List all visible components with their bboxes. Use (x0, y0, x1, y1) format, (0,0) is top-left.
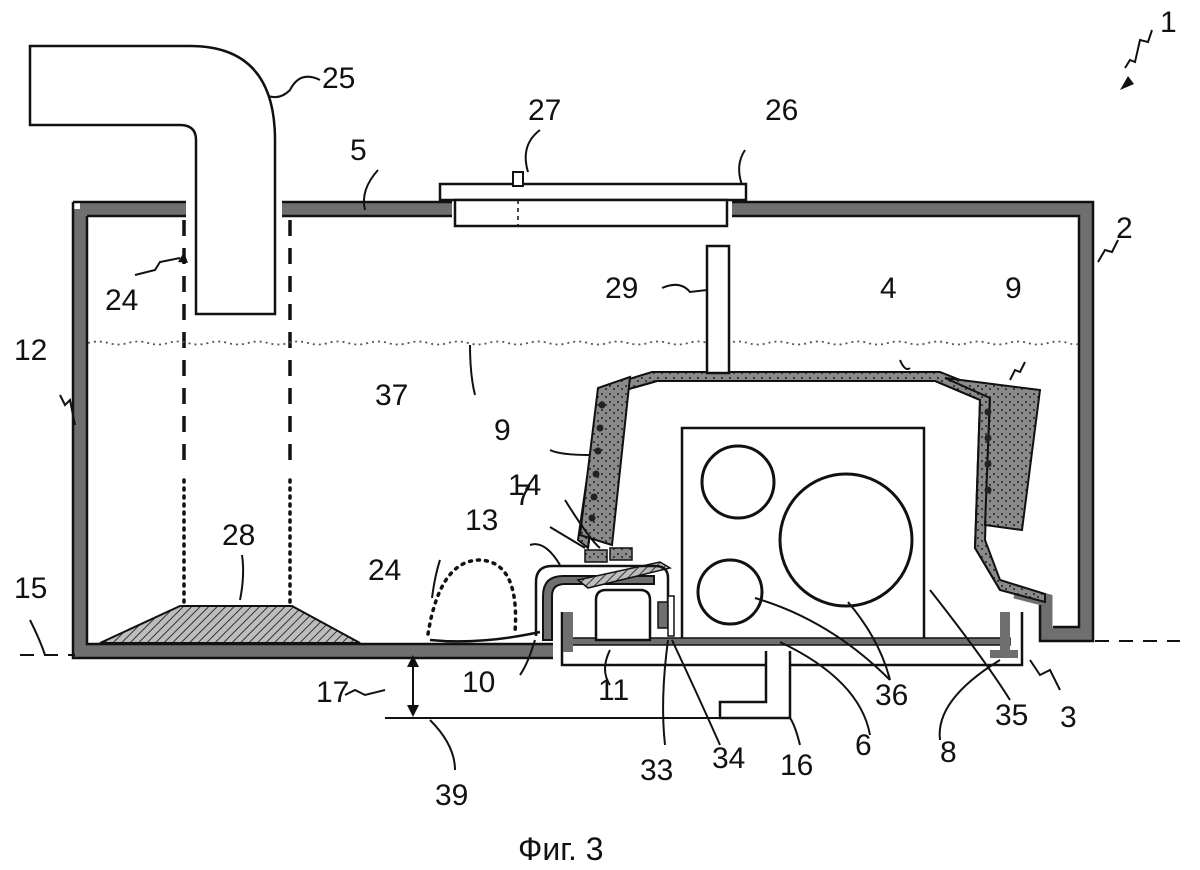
insulation-9-right (944, 377, 1042, 532)
label-17: 17 (316, 676, 349, 709)
label-12: 12 (14, 334, 47, 367)
deflector-28 (99, 605, 361, 644)
label-26: 26 (765, 94, 798, 127)
label-11: 11 (598, 674, 629, 707)
label-5: 5 (350, 134, 367, 167)
label-4: 4 (880, 272, 897, 305)
chamber-36-b (778, 472, 914, 608)
figure-caption: Фиг. 3 (518, 831, 604, 867)
label-15: 15 (14, 572, 47, 605)
label-34: 34 (712, 742, 745, 775)
tank-shell (71, 200, 1095, 660)
label-29: 29 (605, 272, 638, 305)
label-8: 8 (940, 736, 957, 769)
chamber-36-a (700, 444, 776, 520)
pipe-29 (705, 244, 731, 375)
label-16: 16 (780, 749, 813, 782)
cover-26 (438, 171, 748, 228)
label-6: 6 (855, 729, 872, 762)
label-37: 37 (375, 379, 408, 412)
flap-arc-24 (426, 558, 518, 636)
valve-assembly (534, 547, 675, 642)
label-9-left: 9 (494, 414, 511, 447)
label-14: 14 (508, 469, 541, 502)
label-33: 33 (640, 754, 673, 787)
outlet-pipe-16 (718, 651, 792, 720)
inlet-pipe-25 (28, 44, 277, 316)
dimension-17 (407, 655, 419, 717)
label-2: 2 (1116, 212, 1133, 245)
base-plate-8 (560, 612, 1024, 667)
chamber-36-c (696, 558, 764, 626)
label-24-lower: 24 (368, 554, 401, 587)
label-35: 35 (995, 699, 1028, 732)
label-7: 7 (515, 479, 532, 512)
water-level-37 (87, 340, 1079, 346)
label-1: 1 (1160, 6, 1177, 39)
label-25: 25 (322, 62, 355, 95)
label-13: 13 (465, 504, 498, 537)
label-39: 39 (435, 779, 468, 812)
label-36: 36 (875, 679, 908, 712)
label-28: 28 (222, 519, 255, 552)
flap-10 (429, 630, 541, 643)
insulation-9-left (578, 375, 632, 547)
label-24-upper: 24 (105, 284, 138, 317)
apparatus-35 (680, 426, 926, 642)
label-10: 10 (462, 666, 495, 699)
label-27: 27 (528, 94, 561, 127)
leader-lines (29, 29, 1153, 771)
reference-numerals: 1 2 3 4 5 6 7 8 9 9 10 11 12 13 14 15 16… (14, 6, 1177, 812)
label-3: 3 (1060, 701, 1077, 734)
label-9-right: 9 (1005, 272, 1022, 305)
